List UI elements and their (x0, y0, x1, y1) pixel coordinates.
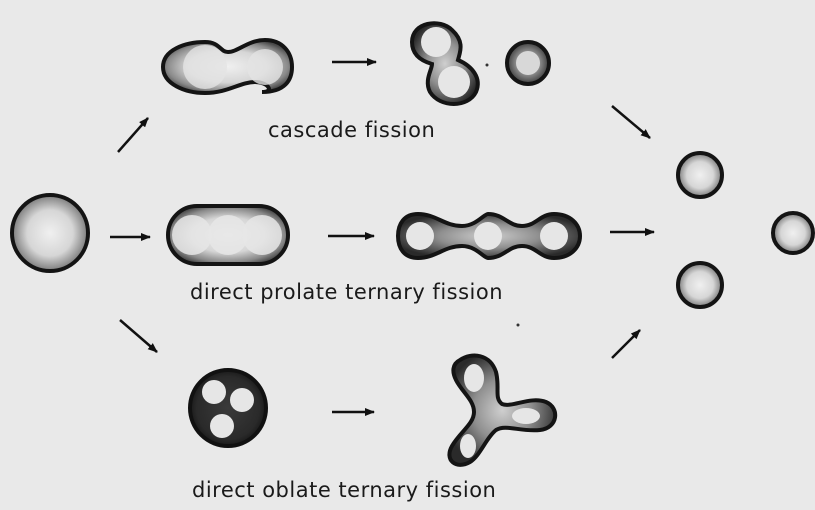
caption-oblate-ternary-fission: direct oblate ternary fission (192, 478, 496, 502)
arrow-to-cascade (118, 118, 148, 152)
caption-cascade-fission: cascade fission (268, 118, 435, 142)
final-fragment-bottom (678, 263, 722, 307)
oblate-disk (190, 370, 266, 446)
arrow-to-oblate (120, 320, 157, 352)
final-fragment-right (773, 213, 813, 253)
scan-dot (486, 64, 489, 67)
cascade-dumbbell (163, 40, 292, 93)
final-fragment-top (678, 153, 722, 197)
scan-dot (517, 324, 520, 327)
oblate-three-arm (449, 356, 555, 465)
prolate-three-lobe (168, 206, 288, 264)
caption-prolate-ternary-fission: direct prolate ternary fission (190, 280, 503, 304)
cascade-fragment-core (516, 51, 540, 75)
arrow-oblate-to-final (612, 330, 640, 358)
prolate-chain (398, 214, 580, 258)
initial-nucleus (12, 195, 88, 271)
cascade-tilted-dumbbell (412, 23, 478, 104)
arrow-cascade-to-final (612, 106, 650, 138)
